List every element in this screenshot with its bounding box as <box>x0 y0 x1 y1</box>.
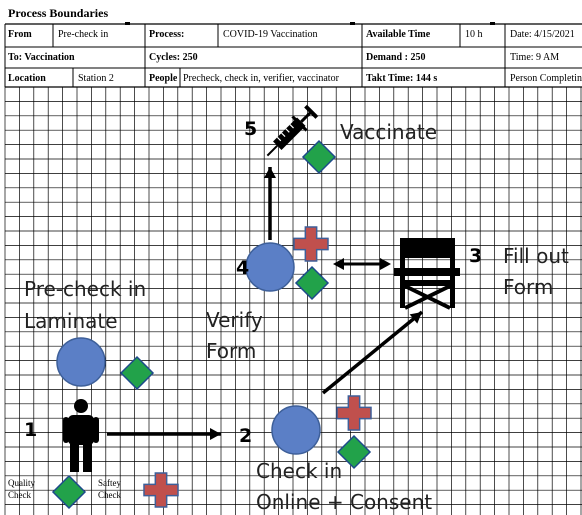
checkin-label-line2: Online + Consent <box>256 490 433 514</box>
safety-cross-checkin <box>336 395 372 431</box>
takt-time-cell: Takt Time: 144 s <box>366 73 438 84</box>
chair-seat <box>400 280 455 286</box>
directors-chair-icon <box>394 238 460 310</box>
verify-label-line2: Form <box>206 339 257 363</box>
header-tick-mark <box>350 22 355 25</box>
location-label: Location <box>8 73 46 84</box>
checkin-label-line1: Check in <box>256 459 343 483</box>
people-value: Precheck, check in, verifier, vaccinator <box>183 73 339 84</box>
available-time-label: Available Time <box>366 29 431 40</box>
syringe-tick <box>289 124 294 129</box>
chair-cross-leg <box>404 284 451 310</box>
operator-circle-precheck <box>56 337 106 387</box>
syringe-tick <box>276 136 282 142</box>
quality-diamond-legend <box>51 474 87 510</box>
chair-armrest <box>394 268 460 276</box>
person-left-arm <box>63 417 69 443</box>
precheck-label-line1: Pre-check in <box>24 277 147 301</box>
flow-arrow-4-to-3-head-left <box>333 258 344 270</box>
person-head <box>74 399 88 413</box>
flow-arrow-2-to-3-head <box>409 312 422 324</box>
person-left-leg <box>70 444 79 472</box>
flow-arrow-4-to-5-head <box>264 167 276 178</box>
person-right-arm <box>93 417 99 443</box>
from-label: From <box>8 29 32 40</box>
safety-cross-legend <box>143 472 179 508</box>
safety-check-legend-line1: Saftey <box>98 478 121 488</box>
demand-cell: Demand : 250 <box>366 52 426 63</box>
from-value: Pre-check in <box>58 29 109 40</box>
vaccinate-label: Vaccinate <box>340 120 438 144</box>
syringe-plunger <box>300 110 313 123</box>
syringe-plunger-head <box>304 104 319 119</box>
step-number-2: 2 <box>239 425 253 447</box>
available-time-value: 10 h <box>465 29 483 40</box>
person-torso <box>68 415 94 445</box>
step-number-4: 4 <box>236 257 250 279</box>
fillout-label-line2: Form <box>503 275 554 299</box>
process-label: Process: <box>149 29 185 40</box>
person-completing-cell: Person Completing <box>510 73 582 84</box>
quality-diamond-checkin <box>336 434 372 470</box>
syringe-needle <box>266 145 278 157</box>
person-icon <box>63 399 99 472</box>
quality-diamond-verify <box>294 265 330 301</box>
safety-cross-verify <box>293 226 329 262</box>
cycles-cell: Cycles: 250 <box>149 52 198 63</box>
quality-check-legend-line1: Quality <box>8 478 35 488</box>
operator-circle-checkin <box>271 405 321 455</box>
location-value: Station 2 <box>78 73 114 84</box>
fillout-label-line1: Fill out <box>503 244 569 268</box>
flow-arrow-4-to-3-head-right <box>380 258 391 270</box>
quality-diamond-precheck <box>119 355 155 391</box>
step-number-3: 3 <box>469 245 483 267</box>
operator-circle-verify <box>245 242 295 292</box>
header-tick-mark <box>490 22 495 25</box>
chair-backrest <box>400 238 455 258</box>
step-number-5: 5 <box>244 118 258 140</box>
quality-diamond-vaccinate <box>301 139 337 175</box>
safety-check-legend-line2: Check <box>98 490 121 500</box>
date-cell: Date: 4/15/2021 <box>510 29 575 40</box>
step-number-1: 1 <box>24 419 38 441</box>
syringe-flange <box>291 115 308 132</box>
verify-label-line1: Verify <box>206 308 263 332</box>
flow-arrow-1-to-2-head <box>210 428 221 440</box>
quality-check-legend-line2: Check <box>8 490 31 500</box>
header-tick-mark <box>125 22 130 25</box>
process-value: COVID-19 Vaccination <box>223 29 318 40</box>
flow-arrow-2-to-3 <box>321 310 424 395</box>
person-right-leg <box>83 444 92 472</box>
to-cell: To: Vaccination <box>8 52 75 63</box>
syringe-tick <box>281 132 286 137</box>
time-cell: Time: 9 AM <box>510 52 560 63</box>
syringe-barrel <box>273 117 306 150</box>
syringe-icon <box>266 104 319 157</box>
precheck-label-line2: Laminate <box>24 309 118 333</box>
syringe-tick <box>285 128 290 133</box>
sheet-title: Process Boundaries <box>8 6 109 20</box>
people-label: People <box>149 73 178 84</box>
